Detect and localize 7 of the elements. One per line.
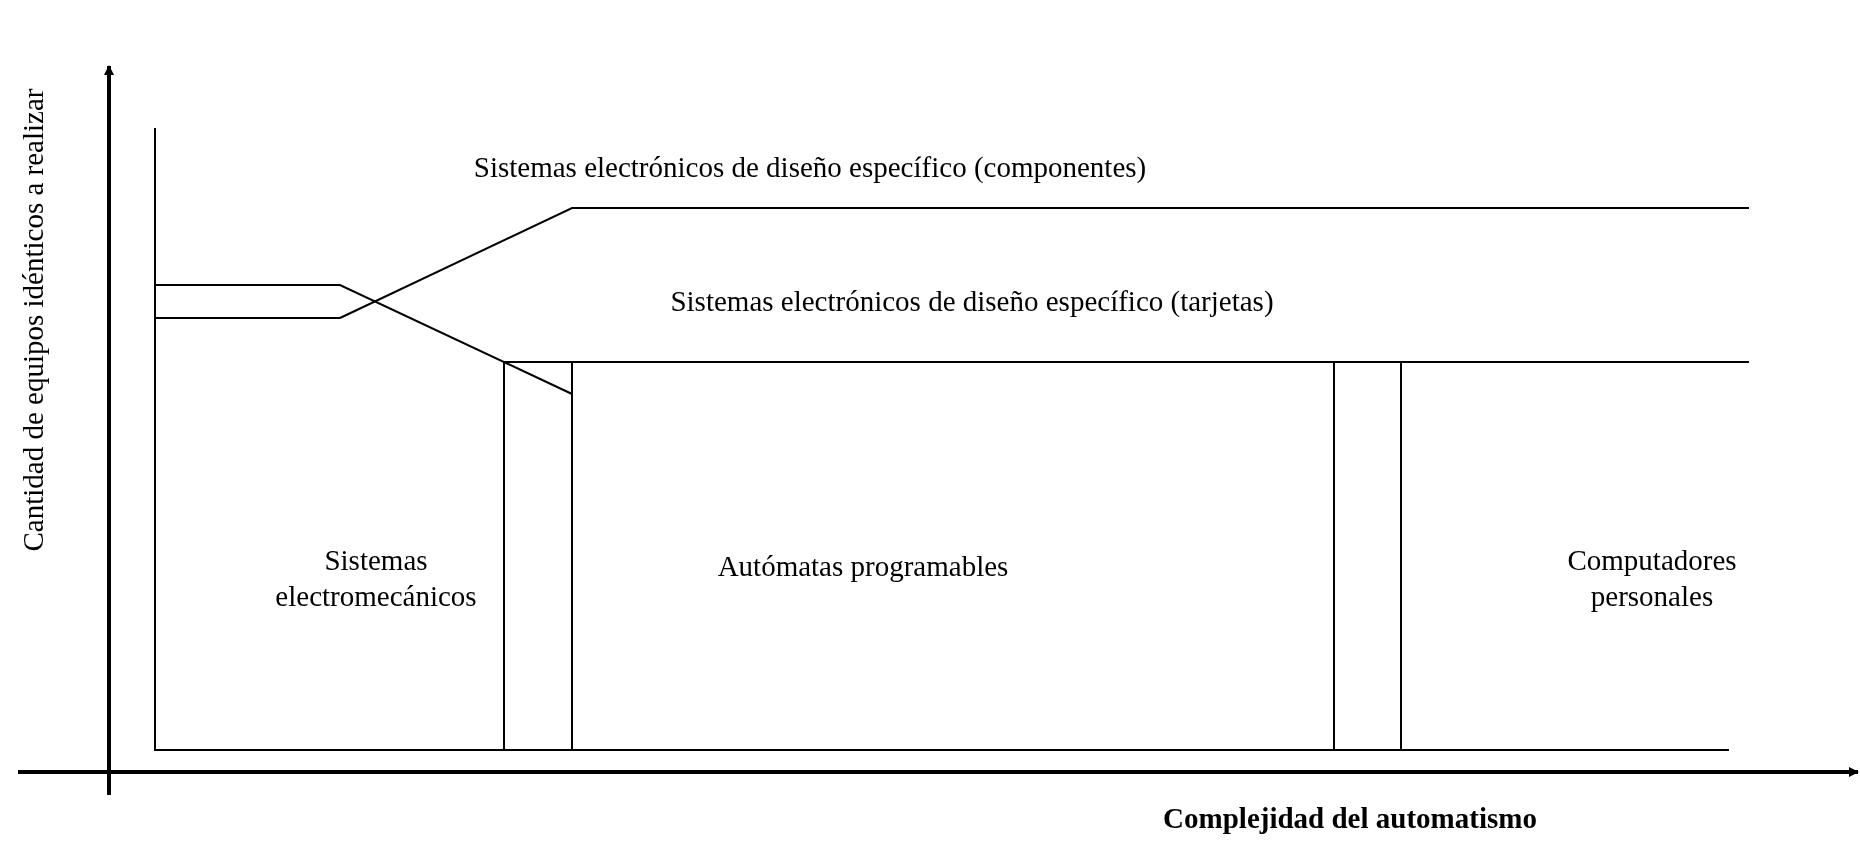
region-label: Autómatas programables bbox=[717, 548, 1009, 584]
axis-title: Complejidad del automatismo bbox=[1163, 800, 1537, 836]
region-label: Sistemas electromecánicos bbox=[274, 542, 478, 614]
region-label: Computadores personales bbox=[1566, 542, 1738, 614]
region-label: Sistemas electrónicos de diseño específico (tarjetas) bbox=[670, 283, 1274, 319]
axis-title: Cantidad de equipos idénticos a realizar bbox=[15, 88, 50, 552]
region-label: Sistemas electrónicos de diseño específico (componentes) bbox=[473, 149, 1147, 185]
